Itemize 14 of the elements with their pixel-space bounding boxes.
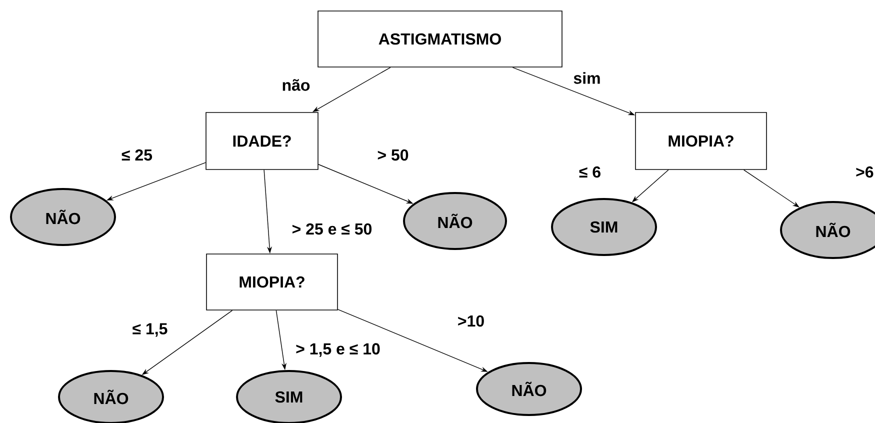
edge-label: ≤ 1,5	[131, 322, 169, 338]
edge-label: não	[280, 78, 312, 92]
edge-label: > 50	[376, 148, 410, 162]
edge-label: ≤ 6	[578, 165, 602, 179]
edge-label: > 25 e ≤ 50	[290, 222, 374, 236]
edge-label: sim	[572, 71, 602, 85]
decision-box: MIOPIA?	[206, 254, 338, 310]
decision-box: IDADE?	[206, 112, 318, 170]
decision-box: MIOPIA?	[635, 112, 767, 170]
edge-label: >10	[456, 314, 486, 328]
edge-label: > 1,5 e ≤ 10	[294, 342, 382, 358]
edge-label: ≤ 25	[120, 148, 154, 162]
edge-label: >6	[854, 165, 875, 179]
decision-box: ASTIGMATISMO	[318, 10, 562, 68]
